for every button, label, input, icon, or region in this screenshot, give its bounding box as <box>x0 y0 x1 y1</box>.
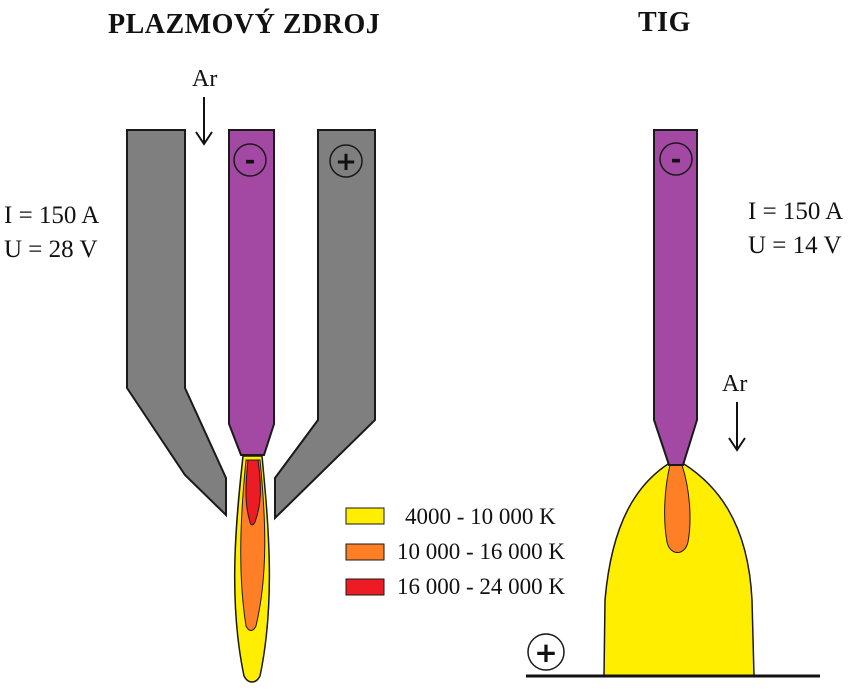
tig-title: TIG <box>638 7 691 38</box>
plasma-torch: - + Ar I = 150 A U = 28 V <box>4 66 376 683</box>
tig-electrode-sign: - <box>671 145 682 175</box>
cathode-sign: - <box>245 146 256 176</box>
legend-label-high: 16 000 - 24 000 K <box>397 574 565 599</box>
legend-label-low: 4000 - 10 000 K <box>405 504 556 529</box>
left-nozzle-wall <box>126 129 227 518</box>
tig-workpiece-sign: + <box>534 636 557 669</box>
tig-arc-inner-zone <box>664 464 691 553</box>
tig-current: I = 150 A <box>748 198 843 225</box>
plasma-gas-arrow-icon <box>195 97 213 146</box>
tig-gas-label: Ar <box>722 371 747 397</box>
tig-electrode-minus-icon <box>659 142 693 176</box>
plasma-title: PLAZMOVÝ ZDROJ <box>108 9 380 40</box>
plasma-electrode <box>228 129 275 456</box>
legend-swatch-low <box>345 507 385 525</box>
tig-workpiece-plus-icon <box>527 633 565 671</box>
tig-gas-arrow-icon <box>728 402 746 452</box>
right-nozzle-wall <box>274 129 376 521</box>
tig-torch: - + Ar I = 150 A U = 14 V <box>526 129 843 678</box>
tig-electrode <box>653 129 698 466</box>
legend-label-mid: 10 000 - 16 000 K <box>397 539 565 564</box>
legend-swatch-high <box>345 578 385 596</box>
tig-voltage: U = 14 V <box>748 232 842 259</box>
legend-swatch-mid <box>345 543 385 561</box>
plasma-gas-label: Ar <box>192 66 217 92</box>
cathode-minus-icon <box>233 143 267 177</box>
plasma-jet-core-zone <box>245 459 261 526</box>
temperature-legend: 4000 - 10 000 K 10 000 - 16 000 K 16 000… <box>345 504 565 599</box>
anode-sign: + <box>335 147 357 177</box>
anode-plus-icon <box>329 144 363 178</box>
plasma-current: I = 150 A <box>4 202 99 229</box>
plasma-voltage: U = 28 V <box>4 236 98 263</box>
